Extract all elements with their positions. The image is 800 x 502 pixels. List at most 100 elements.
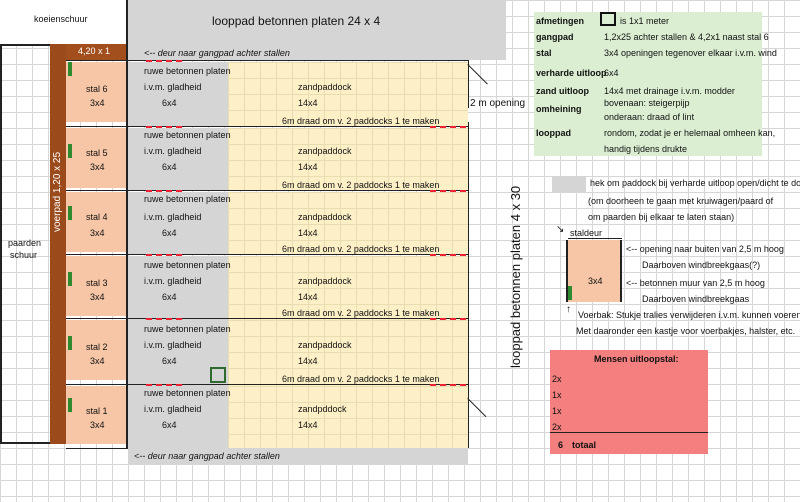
door-top-note: <-- deur naar gangpad achter stallen	[144, 48, 290, 58]
legend-value: rondom, zodat je er helemaal omheen kan,	[604, 128, 776, 138]
walkway-bottom	[128, 448, 468, 464]
legend-panel	[534, 12, 762, 156]
stall-name: stal 4	[86, 212, 108, 222]
corridor-width-label: 4,20 x 1	[78, 46, 111, 56]
run-size: 6x4	[162, 162, 177, 172]
stall-door-line	[568, 238, 622, 239]
concrete-label: ruwe betonnen platen	[144, 66, 231, 76]
smooth-label: i.v.m. gladheid	[144, 212, 202, 222]
wire-label: 6m draad om v. 2 paddocks 1 te maken	[282, 308, 440, 318]
legend-value: onderaan: draad of lint	[604, 112, 695, 122]
feed-note-1: Voerbak: Stukje tralies verwijderen i.v.…	[578, 310, 800, 320]
door-arrow-icon: ↘	[556, 224, 565, 235]
stall-box	[66, 192, 126, 252]
cow-barn-label: koeienschuur	[34, 14, 88, 24]
gate-swatch	[552, 176, 586, 192]
concrete-run	[128, 192, 228, 254]
stall-box	[66, 62, 126, 122]
concrete-run	[128, 386, 228, 448]
paddock-label: zandpaddock	[298, 212, 352, 222]
feed-note-2: Met daaronder een kastje voor voerbakjes…	[576, 326, 796, 336]
paddock-size: 14x4	[298, 228, 318, 238]
legend-value: 3x4 openingen tegenover elkaar i.v.m. wi…	[604, 48, 777, 58]
paddock-label: zandpaddock	[298, 276, 352, 286]
people-row: 2x	[552, 374, 562, 384]
horse-barn-wall	[0, 44, 2, 444]
paddock-size: 14x4	[298, 356, 318, 366]
run-size: 6x4	[162, 356, 177, 366]
people-title: Mensen uitloopstal:	[594, 354, 679, 364]
stall-box	[66, 256, 126, 316]
paddock-label: zandpddock	[298, 404, 347, 414]
gate-dash	[146, 254, 182, 256]
legend-key: verharde uitloop	[536, 68, 607, 78]
stall-door-label: staldeur	[570, 228, 603, 238]
stall-size: 3x4	[90, 228, 105, 238]
sand-paddock	[228, 192, 468, 254]
wire-label: 6m draad om v. 2 paddocks 1 te maken	[282, 180, 440, 190]
stall-feeder	[68, 272, 72, 286]
horse-barn-floor	[0, 442, 50, 444]
smooth-label: i.v.m. gladheid	[144, 404, 202, 414]
paddock-right-fence	[468, 60, 469, 108]
corridor-strip	[66, 44, 126, 60]
wire-label: 6m draad om v. 2 paddocks 1 te maken	[282, 116, 440, 126]
wire-label: 6m draad om v. 2 paddocks 1 te maken	[282, 374, 440, 384]
smooth-label: i.v.m. gladheid	[144, 340, 202, 350]
opening-diagonal-bottom	[467, 398, 487, 418]
legend-value: bovenaan: steigerpijp	[604, 98, 690, 108]
walkway-top-label: looppad betonnen platen 24 x 4	[212, 14, 381, 28]
gate-note-line: om paarden bij elkaar te laten staan)	[588, 212, 735, 222]
people-total-num: 6	[558, 440, 564, 450]
fence-line	[66, 384, 468, 385]
feed-arrow-icon: ↑	[566, 304, 571, 315]
gate-dash	[146, 190, 182, 192]
gate-dash	[146, 126, 182, 128]
stall-name: stal 5	[86, 148, 108, 158]
feedpath	[50, 44, 66, 444]
legend-value: 1,2x25 achter stallen & 4,2x1 naast stal…	[604, 32, 769, 42]
stall-name: stal 2	[86, 342, 108, 352]
sand-paddock	[228, 256, 468, 320]
gate-dash	[146, 60, 182, 62]
legend-value: is 1x1 meter	[620, 16, 670, 26]
legend-scale-box	[600, 12, 616, 26]
paddock-size: 14x4	[298, 98, 318, 108]
stall-feeder	[68, 398, 72, 412]
people-row: 2x	[552, 422, 562, 432]
stall-detail-wall-left	[566, 240, 568, 302]
concrete-label: ruwe betonnen platen	[144, 194, 231, 204]
run-size: 6x4	[162, 292, 177, 302]
people-row: 1x	[552, 406, 562, 416]
smooth-label: i.v.m. gladheid	[144, 146, 202, 156]
paddock-size: 14x4	[298, 292, 318, 302]
smooth-label: i.v.m. gladheid	[144, 276, 202, 286]
stall-feeder	[68, 336, 72, 350]
run-size: 6x4	[162, 228, 177, 238]
stall-feeder	[68, 62, 72, 76]
paddock-label: zandpaddock	[298, 82, 352, 92]
concrete-label: ruwe betonnen platen	[144, 388, 231, 398]
stall-size: 3x4	[90, 162, 105, 172]
door-bottom-note: <-- deur naar gangpad achter stallen	[134, 451, 280, 461]
legend-key: zand uitloop	[536, 86, 589, 96]
legend-key: omheining	[536, 104, 582, 114]
gate-note-line: (om doorheen te gaan met kruiwagen/paard…	[588, 196, 774, 206]
stall-detail-note-4: Daarboven windbreekgaas	[642, 294, 750, 304]
sand-paddock	[228, 128, 468, 190]
stall-size: 3x4	[90, 420, 105, 430]
stall-name: stal 3	[86, 278, 108, 288]
sand-paddock	[228, 320, 468, 386]
gate-dash	[146, 318, 182, 320]
stall-name: stal 1	[86, 406, 108, 416]
wire-label: 6m draad om v. 2 paddocks 1 te maken	[282, 244, 440, 254]
stall-detail-feeder	[568, 286, 572, 300]
gate-dash	[430, 190, 466, 192]
gate-dash	[430, 126, 466, 128]
fence-line	[66, 318, 468, 319]
stall-size: 3x4	[90, 292, 105, 302]
stall-detail-note-2: Daarboven windbreekgaas(?)	[642, 260, 761, 270]
legend-value: 14x4 met drainage i.v.m. modder	[604, 86, 735, 96]
stall-box	[66, 386, 126, 444]
gate-dash	[430, 384, 466, 386]
